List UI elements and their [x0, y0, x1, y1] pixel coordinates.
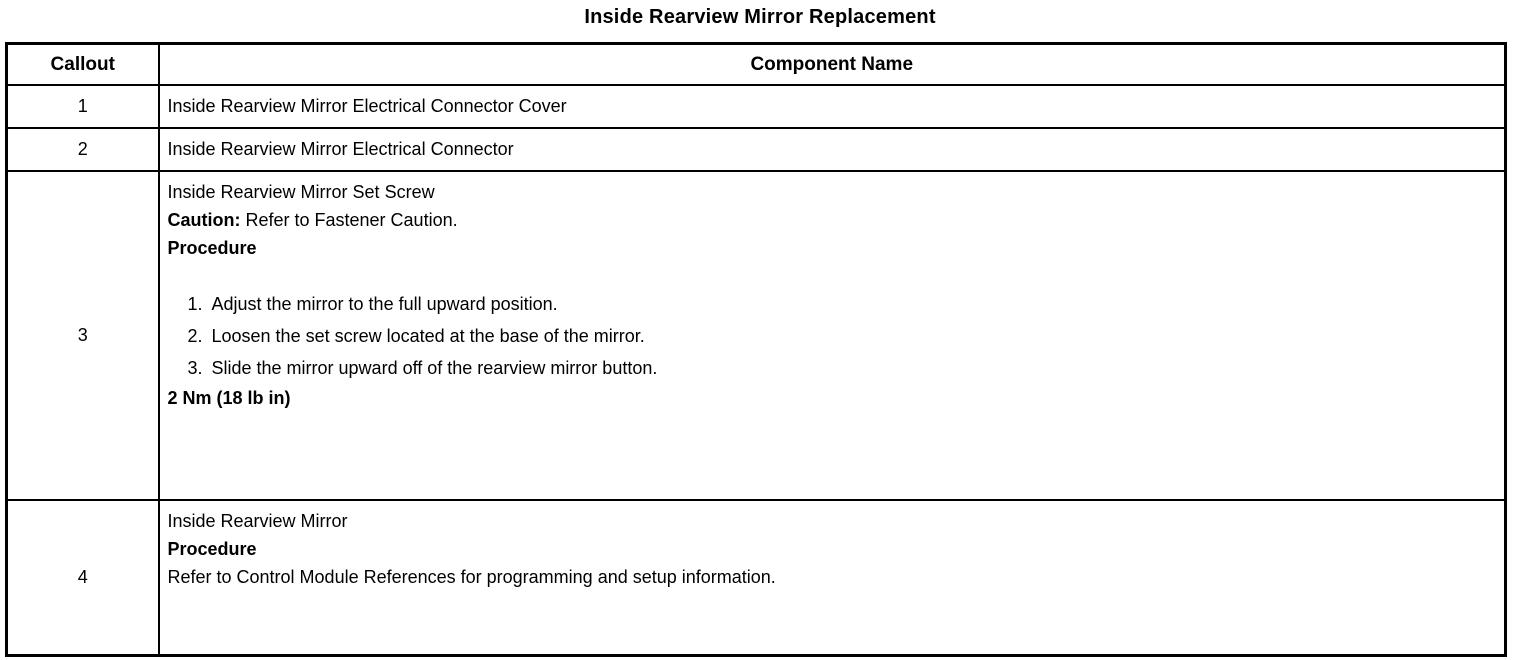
- table-header-component: Component Name: [157, 42, 1507, 86]
- table-row: 1 Inside Rearview Mirror Electrical Conn…: [5, 84, 1507, 129]
- page-title: Inside Rearview Mirror Replacement: [584, 6, 936, 28]
- parts-table: Callout Component Name 1 Inside Rearview…: [5, 42, 1507, 657]
- procedure-steps: Adjust the mirror to the full upward pos…: [168, 288, 1495, 384]
- step-item: Slide the mirror upward off of the rearv…: [208, 352, 1495, 384]
- caution-label: Caution:: [167, 210, 241, 230]
- callout-number: 2: [5, 127, 160, 172]
- table-row: 3 Inside Rearview Mirror Set Screw Cauti…: [5, 170, 1507, 501]
- callout-number: 1: [5, 84, 160, 129]
- torque-value: 2 Nm (18 lb in): [167, 388, 291, 408]
- caution-text: Refer to Fastener Caution.: [240, 210, 458, 230]
- step-item: Adjust the mirror to the full upward pos…: [208, 288, 1495, 320]
- caution-line: Caution: Refer to Fastener Caution.: [168, 206, 1495, 234]
- component-cell: Inside Rearview Mirror Set Screw Caution…: [157, 170, 1507, 501]
- step-item: Loosen the set screw located at the base…: [208, 320, 1495, 352]
- procedure-heading: Procedure: [167, 238, 257, 258]
- table-header-callout: Callout: [5, 42, 160, 86]
- component-name: Inside Rearview Mirror: [167, 511, 348, 531]
- component-name: Inside Rearview Mirror Electrical Connec…: [157, 127, 1507, 172]
- procedure-text: Refer to Control Module References for p…: [167, 567, 776, 587]
- callout-number: 3: [5, 170, 160, 501]
- procedure-heading: Procedure: [167, 539, 257, 559]
- component-cell: Inside Rearview Mirror Procedure Refer t…: [157, 499, 1507, 656]
- callout-number: 4: [5, 499, 160, 656]
- table-header-row: Callout Component Name: [5, 42, 1507, 86]
- component-name: Inside Rearview Mirror Set Screw: [167, 182, 435, 202]
- table-row: 4 Inside Rearview Mirror Procedure Refer…: [5, 499, 1507, 656]
- table-row: 2 Inside Rearview Mirror Electrical Conn…: [5, 127, 1507, 172]
- component-name: Inside Rearview Mirror Electrical Connec…: [157, 84, 1507, 129]
